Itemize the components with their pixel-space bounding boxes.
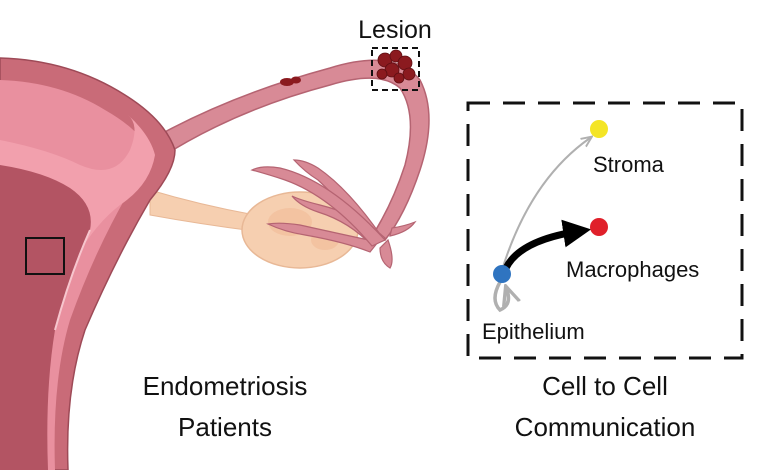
lesion-box xyxy=(371,47,420,91)
macrophages-label: Macrophages xyxy=(566,257,699,282)
biopsy-region-box xyxy=(25,237,65,275)
tube-lesion xyxy=(280,76,301,86)
stroma-node xyxy=(590,120,608,138)
patients-label-line2: Patients xyxy=(178,412,272,442)
epithelium-to-stroma-arrow xyxy=(501,138,590,271)
macrophages-node xyxy=(590,218,608,236)
communication-label-line2: Communication xyxy=(515,412,696,442)
endometrium xyxy=(0,165,91,470)
patients-label-line1: Endometriosis xyxy=(143,371,308,401)
epithelium-node xyxy=(493,265,511,283)
fimbriae xyxy=(250,159,417,269)
lesion-label: Lesion xyxy=(358,16,432,44)
epithelium-to-macrophages-arrow xyxy=(502,219,592,270)
ovarian-lesion xyxy=(376,49,416,84)
epithelium-autocrine-arrow xyxy=(493,281,508,313)
communication-label-line1: Cell to Cell xyxy=(542,371,668,401)
uterus-illustration xyxy=(0,57,430,470)
endometrium-edge xyxy=(54,229,91,331)
stroma-label: Stroma xyxy=(593,152,665,177)
communication-box xyxy=(466,101,744,360)
cell-communication-panel: Stroma Macrophages Epithelium xyxy=(466,101,744,360)
epithelium-label: Epithelium xyxy=(482,319,585,344)
